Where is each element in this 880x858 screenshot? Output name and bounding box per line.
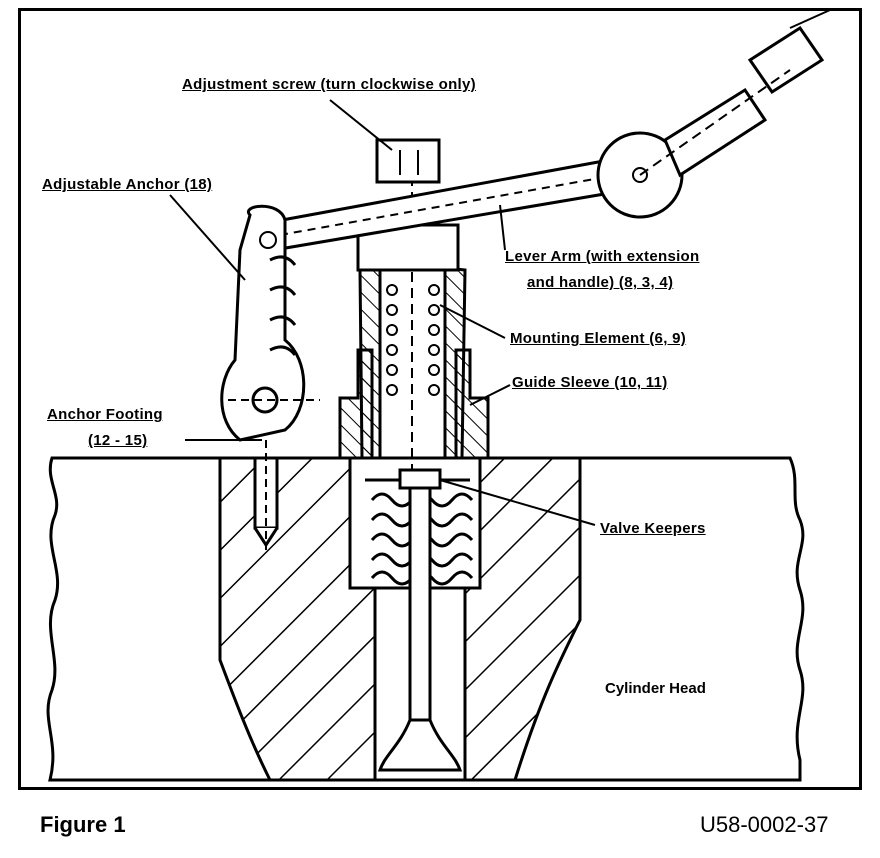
- figure-frame: [18, 8, 862, 790]
- lever-extension: [663, 87, 768, 178]
- label-guide-sleeve: Guide Sleeve (10, 11): [512, 374, 668, 391]
- label-cylinder-head: Cylinder Head: [605, 680, 706, 697]
- figure-caption: Figure 1: [40, 812, 126, 837]
- label-anchor-footing-line1: Anchor Footing: [47, 406, 163, 423]
- valve: [377, 468, 463, 772]
- label-adjustment-screw: Adjustment screw (turn clockwise only): [182, 76, 476, 93]
- adjustable-anchor: [220, 204, 306, 442]
- leader-lines: [169, 99, 596, 526]
- label-lever-arm-line2: and handle) (8, 3, 4): [527, 274, 674, 291]
- anchor-teeth: [269, 255, 297, 356]
- label-valve-keepers: Valve Keepers: [600, 520, 706, 537]
- lever-handle: [747, 25, 825, 95]
- label-mounting-element: Mounting Element (6, 9): [510, 330, 687, 347]
- mounting-element: [358, 266, 382, 460]
- mounting-element-balls: [386, 284, 440, 396]
- label-anchor-footing-line2: (12 - 15): [88, 432, 148, 449]
- document-id: U58-0002-37: [700, 812, 829, 837]
- mounting-element-right: [443, 266, 467, 460]
- anchor-pivot: [251, 386, 279, 414]
- label-adjustable-anchor: Adjustable Anchor (18): [42, 176, 213, 193]
- cylinder-head-outline: [46, 456, 805, 782]
- label-lever-arm-line1: Lever Arm (with extension: [505, 248, 700, 265]
